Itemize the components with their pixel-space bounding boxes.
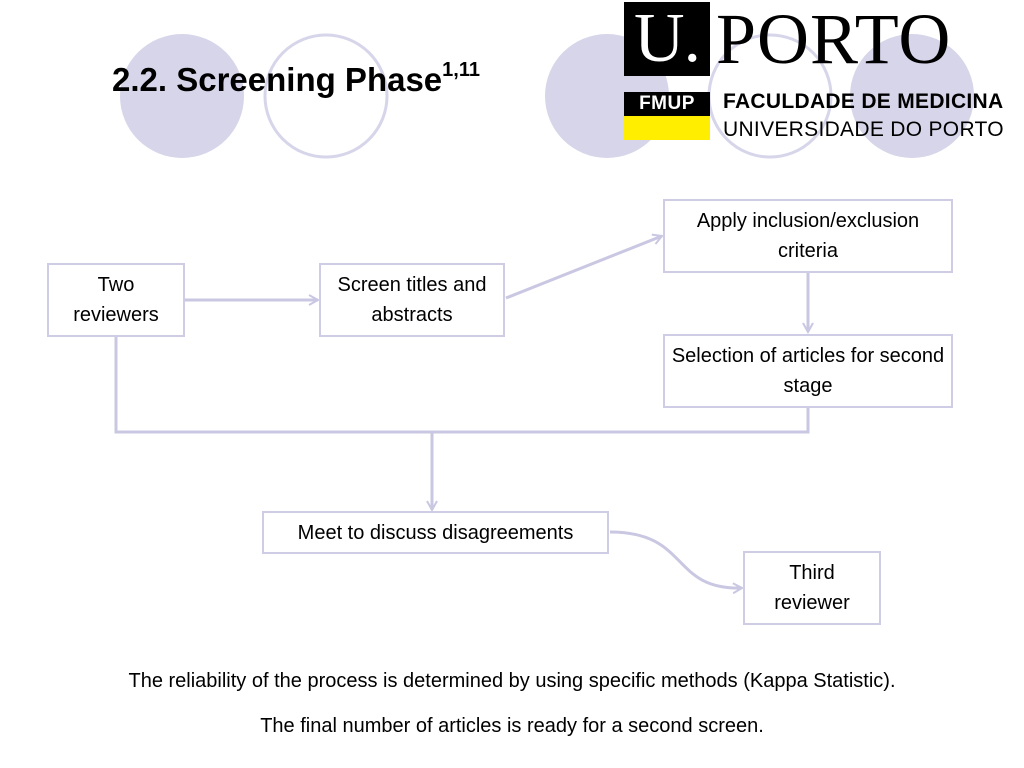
decor-circle-filled-3 <box>850 34 974 158</box>
connector-screen-to-criteria <box>505 236 662 300</box>
node-selection: Selection of articles for second stage <box>663 334 953 408</box>
decor-circle-outline-1 <box>263 33 389 159</box>
faculty-name: FACULDADE DE MEDICINA <box>723 90 1004 113</box>
connector-meet-to-third <box>609 530 742 588</box>
note-reliability: The reliability of the process is determ… <box>128 670 896 692</box>
node-third-reviewer: Third reviewer <box>743 551 881 625</box>
decor-circle-filled-1 <box>120 34 244 158</box>
uporto-logo: U. PORTO <box>624 2 951 76</box>
node-two-reviewers: Two reviewers <box>47 263 185 337</box>
note-final: The final number of articles is ready fo… <box>260 715 764 737</box>
logo-letter: U. <box>624 2 710 76</box>
node-meet: Meet to discuss disagreements <box>262 511 609 554</box>
university-name: UNIVERSIDADE DO PORTO <box>723 118 1004 141</box>
title-superscript: 1,11 <box>442 59 480 81</box>
node-apply-criteria: Apply inclusion/exclusion criteria <box>663 199 953 273</box>
fmup-badge: FMUP <box>624 92 710 140</box>
connector-merge <box>114 337 810 434</box>
logo-name: PORTO <box>716 0 952 79</box>
fmup-badge-yellow-bar <box>624 116 710 140</box>
slide-title: 2.2. Screening Phase1,11 <box>112 59 480 98</box>
node-screen-titles: Screen titles and abstracts <box>319 263 505 337</box>
fmup-badge-text: FMUP <box>624 92 710 116</box>
